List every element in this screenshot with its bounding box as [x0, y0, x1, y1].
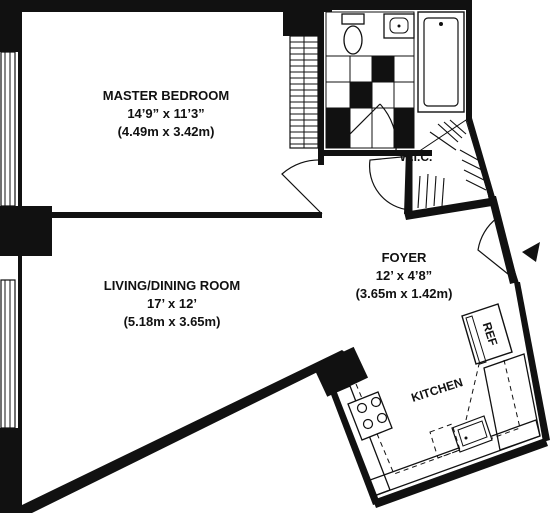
room-labels: MASTER BEDROOM 14’9” x 11’3” (4.49m x 3.… [103, 88, 501, 405]
door-swing-icon [477, 217, 519, 283]
living-dining-name: LIVING/DINING ROOM [104, 278, 241, 293]
bathtub-icon [417, 11, 465, 113]
top-wall [0, 0, 332, 12]
door-swing-icon [281, 159, 323, 215]
bath-right-wall [466, 0, 472, 120]
door-swing-icon [335, 103, 381, 149]
entry-door [477, 217, 540, 283]
kitchen-bottom-wall [373, 438, 548, 508]
sink-icon [383, 13, 415, 39]
kitchen-column [312, 346, 369, 397]
kitchen-right-wall [514, 282, 550, 442]
wic-left-wall [404, 150, 412, 214]
foyer-dim-imperial: 12’ x 4’8” [376, 268, 432, 283]
bedroom-right-wall [318, 10, 324, 165]
kitchen-counter-right [483, 353, 541, 451]
living-dining-dim-imperial: 17’ x 12’ [147, 296, 197, 311]
living-diagonal-wall [22, 350, 350, 513]
master-bedroom-name: MASTER BEDROOM [103, 88, 229, 103]
corner-column [0, 0, 22, 52]
bedroom-living-divider [22, 212, 322, 218]
kitchen-left-wall [330, 390, 380, 505]
wic-name: W.I.C. [400, 150, 433, 164]
wic-shelving [368, 119, 491, 213]
foyer-name: FOYER [382, 250, 427, 265]
kitchen [335, 303, 541, 497]
door-swing-icon [368, 155, 413, 211]
bath-bottom-wall [322, 150, 432, 156]
left-bottom-column [0, 428, 22, 513]
master-bedroom-dim-imperial: 14’9” x 11’3” [127, 106, 204, 121]
foyer-right-wall-upper [466, 118, 497, 206]
foyer-dim-metric: (3.65m x 1.42m) [356, 286, 453, 301]
entry-arrow-icon [522, 242, 540, 262]
master-bedroom-dim-metric: (4.49m x 3.42m) [118, 124, 215, 139]
bathroom-tile-floor [325, 11, 415, 149]
bath-top-wall [322, 0, 472, 10]
sink-icon [451, 415, 493, 453]
left-wall-lower [18, 256, 22, 428]
kitchen-counter-bottom [369, 419, 541, 497]
bathroom [325, 11, 465, 151]
foyer-right-wall [488, 196, 518, 284]
toilet-icon [341, 13, 365, 55]
living-room-window [0, 279, 16, 429]
bedroom-window [0, 51, 16, 207]
stove-icon [347, 391, 393, 441]
living-dining-dim-metric: (5.18m x 3.65m) [124, 314, 221, 329]
kitchen-name: KITCHEN [409, 375, 464, 405]
refrigerator-icon [461, 303, 513, 365]
bedroom-closet [289, 35, 319, 149]
bedroom-door [281, 159, 323, 215]
top-right-column [283, 0, 323, 36]
left-wall-upper [18, 12, 22, 206]
